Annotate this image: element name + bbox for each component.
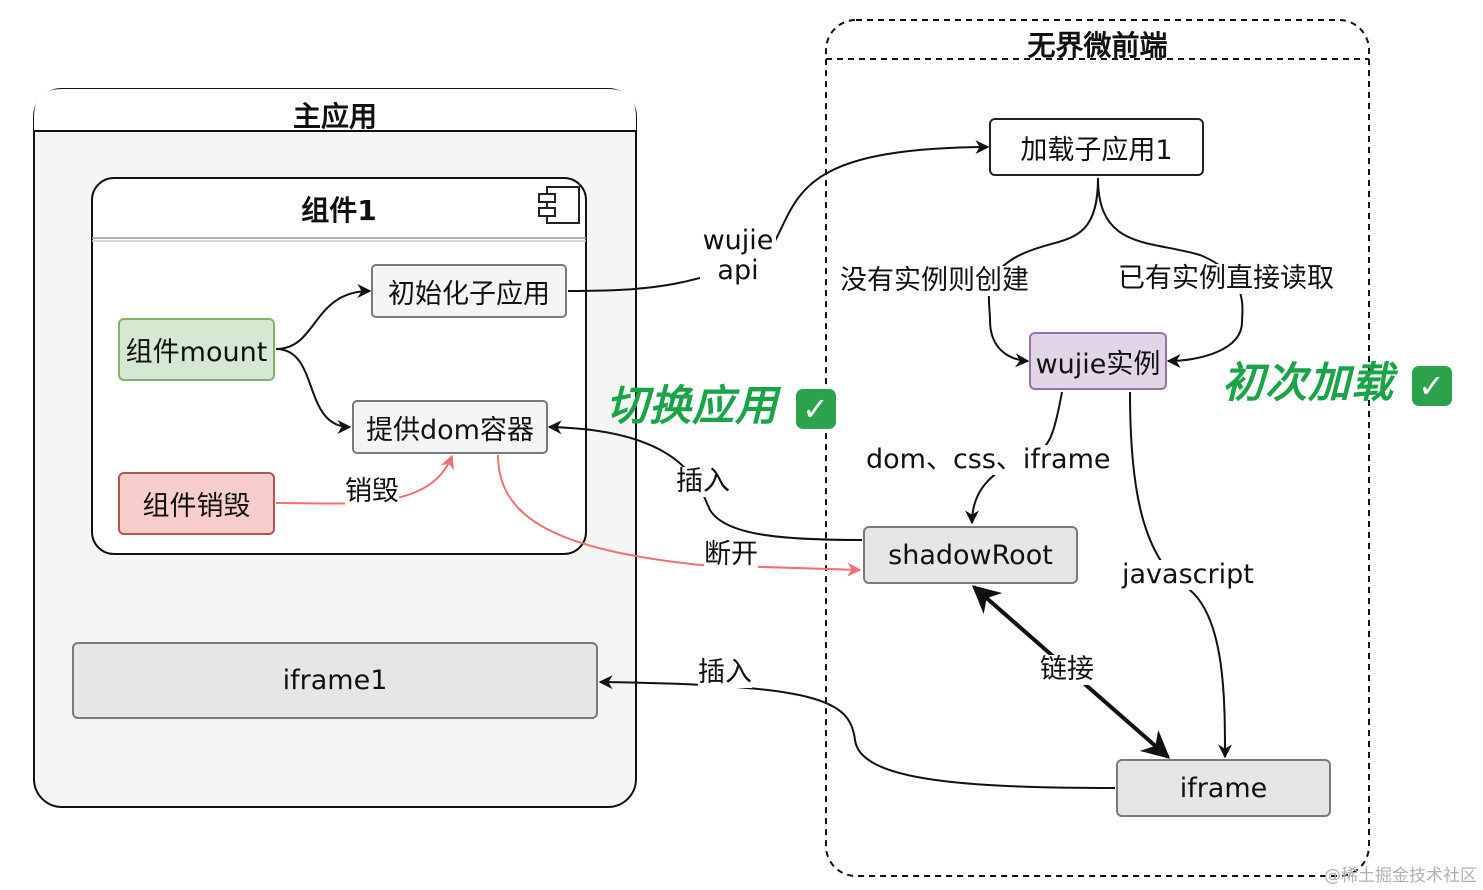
wujie-instance-node[interactable]: wujie实例 — [1029, 332, 1167, 390]
component-mount-node[interactable]: 组件mount — [118, 318, 275, 381]
edge-mount-to-provide — [275, 348, 352, 434]
main-app-title: 主应用 — [292, 100, 377, 133]
edge-label-has-instance: 已有实例直接读取 — [1118, 263, 1334, 294]
init-subapp-node[interactable]: 初始化子应用 — [371, 264, 567, 318]
check-mark-icon: ✓ — [1412, 365, 1453, 406]
edge-label-wujie-api-line2: api — [717, 254, 759, 286]
edge-label-insert-bottom: 插入 — [698, 657, 752, 688]
edge-label-wujie-api-line1: wujie — [702, 225, 774, 256]
watermark: @稀土掘金技术社区 — [1324, 866, 1477, 886]
wujie-title: 无界微前端 — [1027, 29, 1168, 62]
provide-dom-node[interactable]: 提供dom容器 — [352, 400, 548, 454]
first-load-text: 初次加载 — [1222, 358, 1395, 407]
shadowroot-node[interactable]: shadowRoot — [863, 526, 1078, 584]
edge-iframe-to-iframe1 — [598, 675, 1116, 789]
uml-component-icon — [538, 186, 580, 224]
switch-app-text: 切换应用 — [606, 381, 779, 430]
edge-label-destroy: 销毁 — [345, 476, 399, 507]
iframe1-node[interactable]: iframe1 — [72, 642, 598, 719]
wujie-container — [825, 19, 1370, 877]
edge-label-dom-css-iframe: dom、css、iframe — [866, 444, 1111, 475]
iframe-node[interactable]: iframe — [1116, 759, 1331, 817]
edge-mount-to-init — [275, 284, 372, 350]
check-mark-icon: ✓ — [796, 388, 837, 429]
edge-instance-to-iframe — [1129, 391, 1232, 759]
load-subapp-node[interactable]: 加载子应用1 — [989, 118, 1204, 176]
edge-shadowroot-to-provide — [547, 420, 863, 541]
component-destroy-node[interactable]: 组件销毁 — [118, 472, 275, 535]
edge-label-link: 链接 — [1040, 654, 1094, 685]
edge-provide-to-shadowroot-disconnect — [497, 454, 862, 577]
edge-label-wujie-api: wujie api — [700, 225, 776, 286]
edge-label-no-instance: 没有实例则创建 — [840, 265, 1029, 296]
edge-label-insert-top: 插入 — [676, 466, 730, 497]
first-load-annotation: 初次加载 ✓ — [1222, 349, 1453, 410]
edge-label-disconnect: 断开 — [704, 539, 758, 570]
switch-app-annotation: 切换应用 ✓ — [606, 372, 837, 433]
component1-title: 组件1 — [301, 194, 377, 227]
edge-label-javascript: javascript — [1122, 559, 1254, 590]
